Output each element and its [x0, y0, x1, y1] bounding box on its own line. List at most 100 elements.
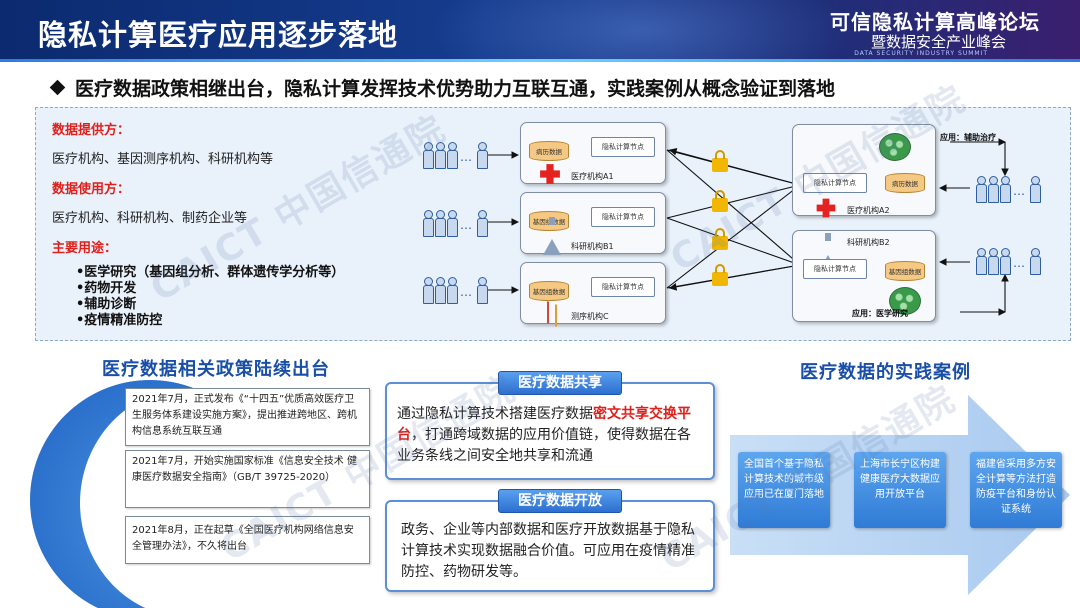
sharing-box: 通过隐私计算技术搭建医疗数据密文共享交换平台，打通跨域数据的应用价值链，使得数据…	[385, 382, 715, 480]
institution-name: 医疗机构A2	[847, 206, 890, 215]
people-group: …	[975, 248, 1041, 275]
person-icon	[975, 176, 987, 203]
privacy-node-box: 隐私计算节点	[591, 207, 655, 227]
arrow-line	[666, 149, 801, 266]
person-icon	[434, 277, 446, 304]
institution-b2: 科研机构B2 隐私计算节点 基因组数据	[792, 230, 936, 322]
sharing-text-after: ，打通跨域数据的应用价值链，使得数据在各业务条线之间安全地共享和流通	[397, 427, 691, 464]
app-label-bottom: 应用：医学研究	[852, 309, 908, 318]
person-icon	[446, 210, 458, 237]
lock-icon	[712, 264, 728, 286]
case-card: 福建省采用多方安全计算等方法打造防疫平台和身份认证系统	[970, 452, 1062, 528]
people-group: …	[422, 277, 488, 304]
lock-icon	[712, 150, 728, 172]
person-icon	[476, 277, 488, 304]
person-icon	[975, 248, 987, 275]
user-label: 数据使用方：	[52, 182, 131, 197]
app-label-top: 应用：辅助治疗	[940, 133, 996, 142]
provider-text: 医疗机构、基因测序机构、科研机构等	[52, 152, 274, 167]
policy-title: 医疗数据相关政策陆续出台	[102, 359, 330, 380]
ellipsis: …	[460, 150, 473, 164]
record-database-icon: 病历数据	[529, 141, 569, 161]
sharing-tag: 医疗数据共享	[498, 371, 622, 395]
person-icon	[446, 277, 458, 304]
brain-network-icon	[889, 287, 921, 315]
policy-item: 2021年7月，正式发布《“十四五”优质高效医疗卫生服务体系建设实施方案》，提出…	[125, 388, 370, 446]
cases-title: 医疗数据的实践案例	[800, 362, 971, 383]
policy-item: 2021年7月，开始实施国家标准《信息安全技术 健康医疗数据安全指南》（GB/T…	[125, 450, 370, 508]
genome-database-icon: 基因组数据	[529, 281, 569, 301]
lock-icon	[712, 190, 728, 212]
provider-label: 数据提供方：	[52, 123, 131, 138]
arrow-line	[668, 147, 801, 186]
institution-name: 测序机构C	[571, 312, 609, 321]
flask-icon	[543, 217, 561, 255]
person-icon	[476, 142, 488, 169]
opening-box: 政务、企业等内部数据和医疗开放数据基于隐私计算技术实现数据融合价值。可应用在疫情…	[385, 500, 715, 592]
ellipsis: …	[1013, 256, 1026, 270]
arrow-line	[666, 182, 802, 219]
arrow-group	[485, 138, 1009, 316]
user-text: 医疗机构、科研机构、制药企业等	[52, 211, 248, 226]
use-item: •医学研究（基因组分析、群体遗传学分析等）	[76, 265, 345, 280]
brain-network-icon	[879, 133, 911, 161]
person-icon	[987, 248, 999, 275]
policy-item: 2021年8月，正在起草《全国医疗机构网络信息安全管理办法》，不久将出台	[125, 516, 370, 564]
use-item: •药物开发	[76, 281, 137, 296]
forum-english-subtitle: DATA SECURITY INDUSTRY SUMMIT	[854, 50, 988, 57]
forum-subtitle: 暨数据安全产业峰会	[870, 33, 1006, 51]
opening-tag: 医疗数据开放	[498, 489, 622, 513]
institution-a2: 隐私计算节点 病历数据 医疗机构A2	[792, 124, 936, 218]
case-card: 上海市长宁区构建健康医疗大数据应用开放平台	[854, 452, 946, 528]
person-icon	[1029, 248, 1041, 275]
institution-name: 医疗机构A1	[571, 172, 614, 181]
privacy-node-box: 隐私计算节点	[591, 137, 655, 157]
sharing-text-highlight: 密文共享交换平台	[397, 406, 691, 443]
medical-cross-icon	[816, 198, 836, 218]
header-glow	[430, 0, 850, 62]
person-icon	[476, 210, 488, 237]
institution-name: 科研机构B1	[571, 242, 614, 251]
people-group: …	[975, 176, 1041, 203]
person-icon	[446, 142, 458, 169]
person-icon	[999, 176, 1011, 203]
person-icon	[422, 142, 434, 169]
arrow-line	[666, 217, 802, 267]
ellipsis: …	[1013, 184, 1026, 198]
medical-cross-icon	[540, 164, 560, 184]
person-icon	[434, 142, 446, 169]
arrow-line	[666, 184, 801, 289]
privacy-node-box: 隐私计算节点	[591, 277, 655, 297]
header-bar: 隐私计算医疗应用逐步落地 可信隐私计算高峰论坛 暨数据安全产业峰会 DATA S…	[0, 0, 1080, 62]
case-card: 全国首个基于隐私计算技术的城市级应用已在厦门落地	[738, 452, 830, 528]
genome-database-icon: 基因组数据	[885, 261, 925, 281]
headline-text: 医疗数据政策相继出台，隐私计算发挥技术优势助力互联互通，实践案例从概念验证到落地	[75, 78, 836, 100]
institution-name: 科研机构B2	[847, 238, 890, 247]
people-group: …	[422, 142, 488, 169]
person-icon	[422, 210, 434, 237]
arrow-line	[668, 264, 801, 291]
institution-c: 基因组数据 隐私计算节点 测序机构C	[520, 262, 666, 327]
sharing-text-before: 通过隐私计算技术搭建医疗数据	[397, 406, 593, 422]
record-database-icon: 病历数据	[885, 173, 925, 193]
lock-icon	[712, 228, 728, 250]
page-title: 隐私计算医疗应用逐步落地	[38, 18, 399, 52]
institution-a1: 病历数据 隐私计算节点 医疗机构A1	[520, 122, 666, 184]
use-list: •医学研究（基因组分析、群体遗传学分析等） •药物开发 •辅助诊断 •疫情精准防…	[76, 265, 344, 329]
ellipsis: …	[460, 285, 473, 299]
dna-icon	[547, 301, 557, 327]
people-group: …	[422, 210, 488, 237]
person-icon	[434, 210, 446, 237]
privacy-node-box: 隐私计算节点	[803, 259, 867, 279]
privacy-node-box: 隐私计算节点	[803, 173, 867, 193]
use-item: •疫情精准防控	[76, 313, 163, 328]
headline: 医疗数据政策相继出台，隐私计算发挥技术优势助力互联互通，实践案例从概念验证到落地	[49, 74, 836, 101]
person-icon	[1029, 176, 1041, 203]
forum-title: 可信隐私计算高峰论坛	[830, 10, 1040, 34]
institution-b1: 基因组数据 隐私计算节点 科研机构B1	[520, 192, 666, 255]
person-icon	[422, 277, 434, 304]
ellipsis: …	[460, 218, 473, 232]
person-icon	[987, 176, 999, 203]
opening-text: 政务、企业等内部数据和医疗开放数据基于隐私计算技术实现数据融合价值。可应用在疫情…	[401, 522, 695, 580]
